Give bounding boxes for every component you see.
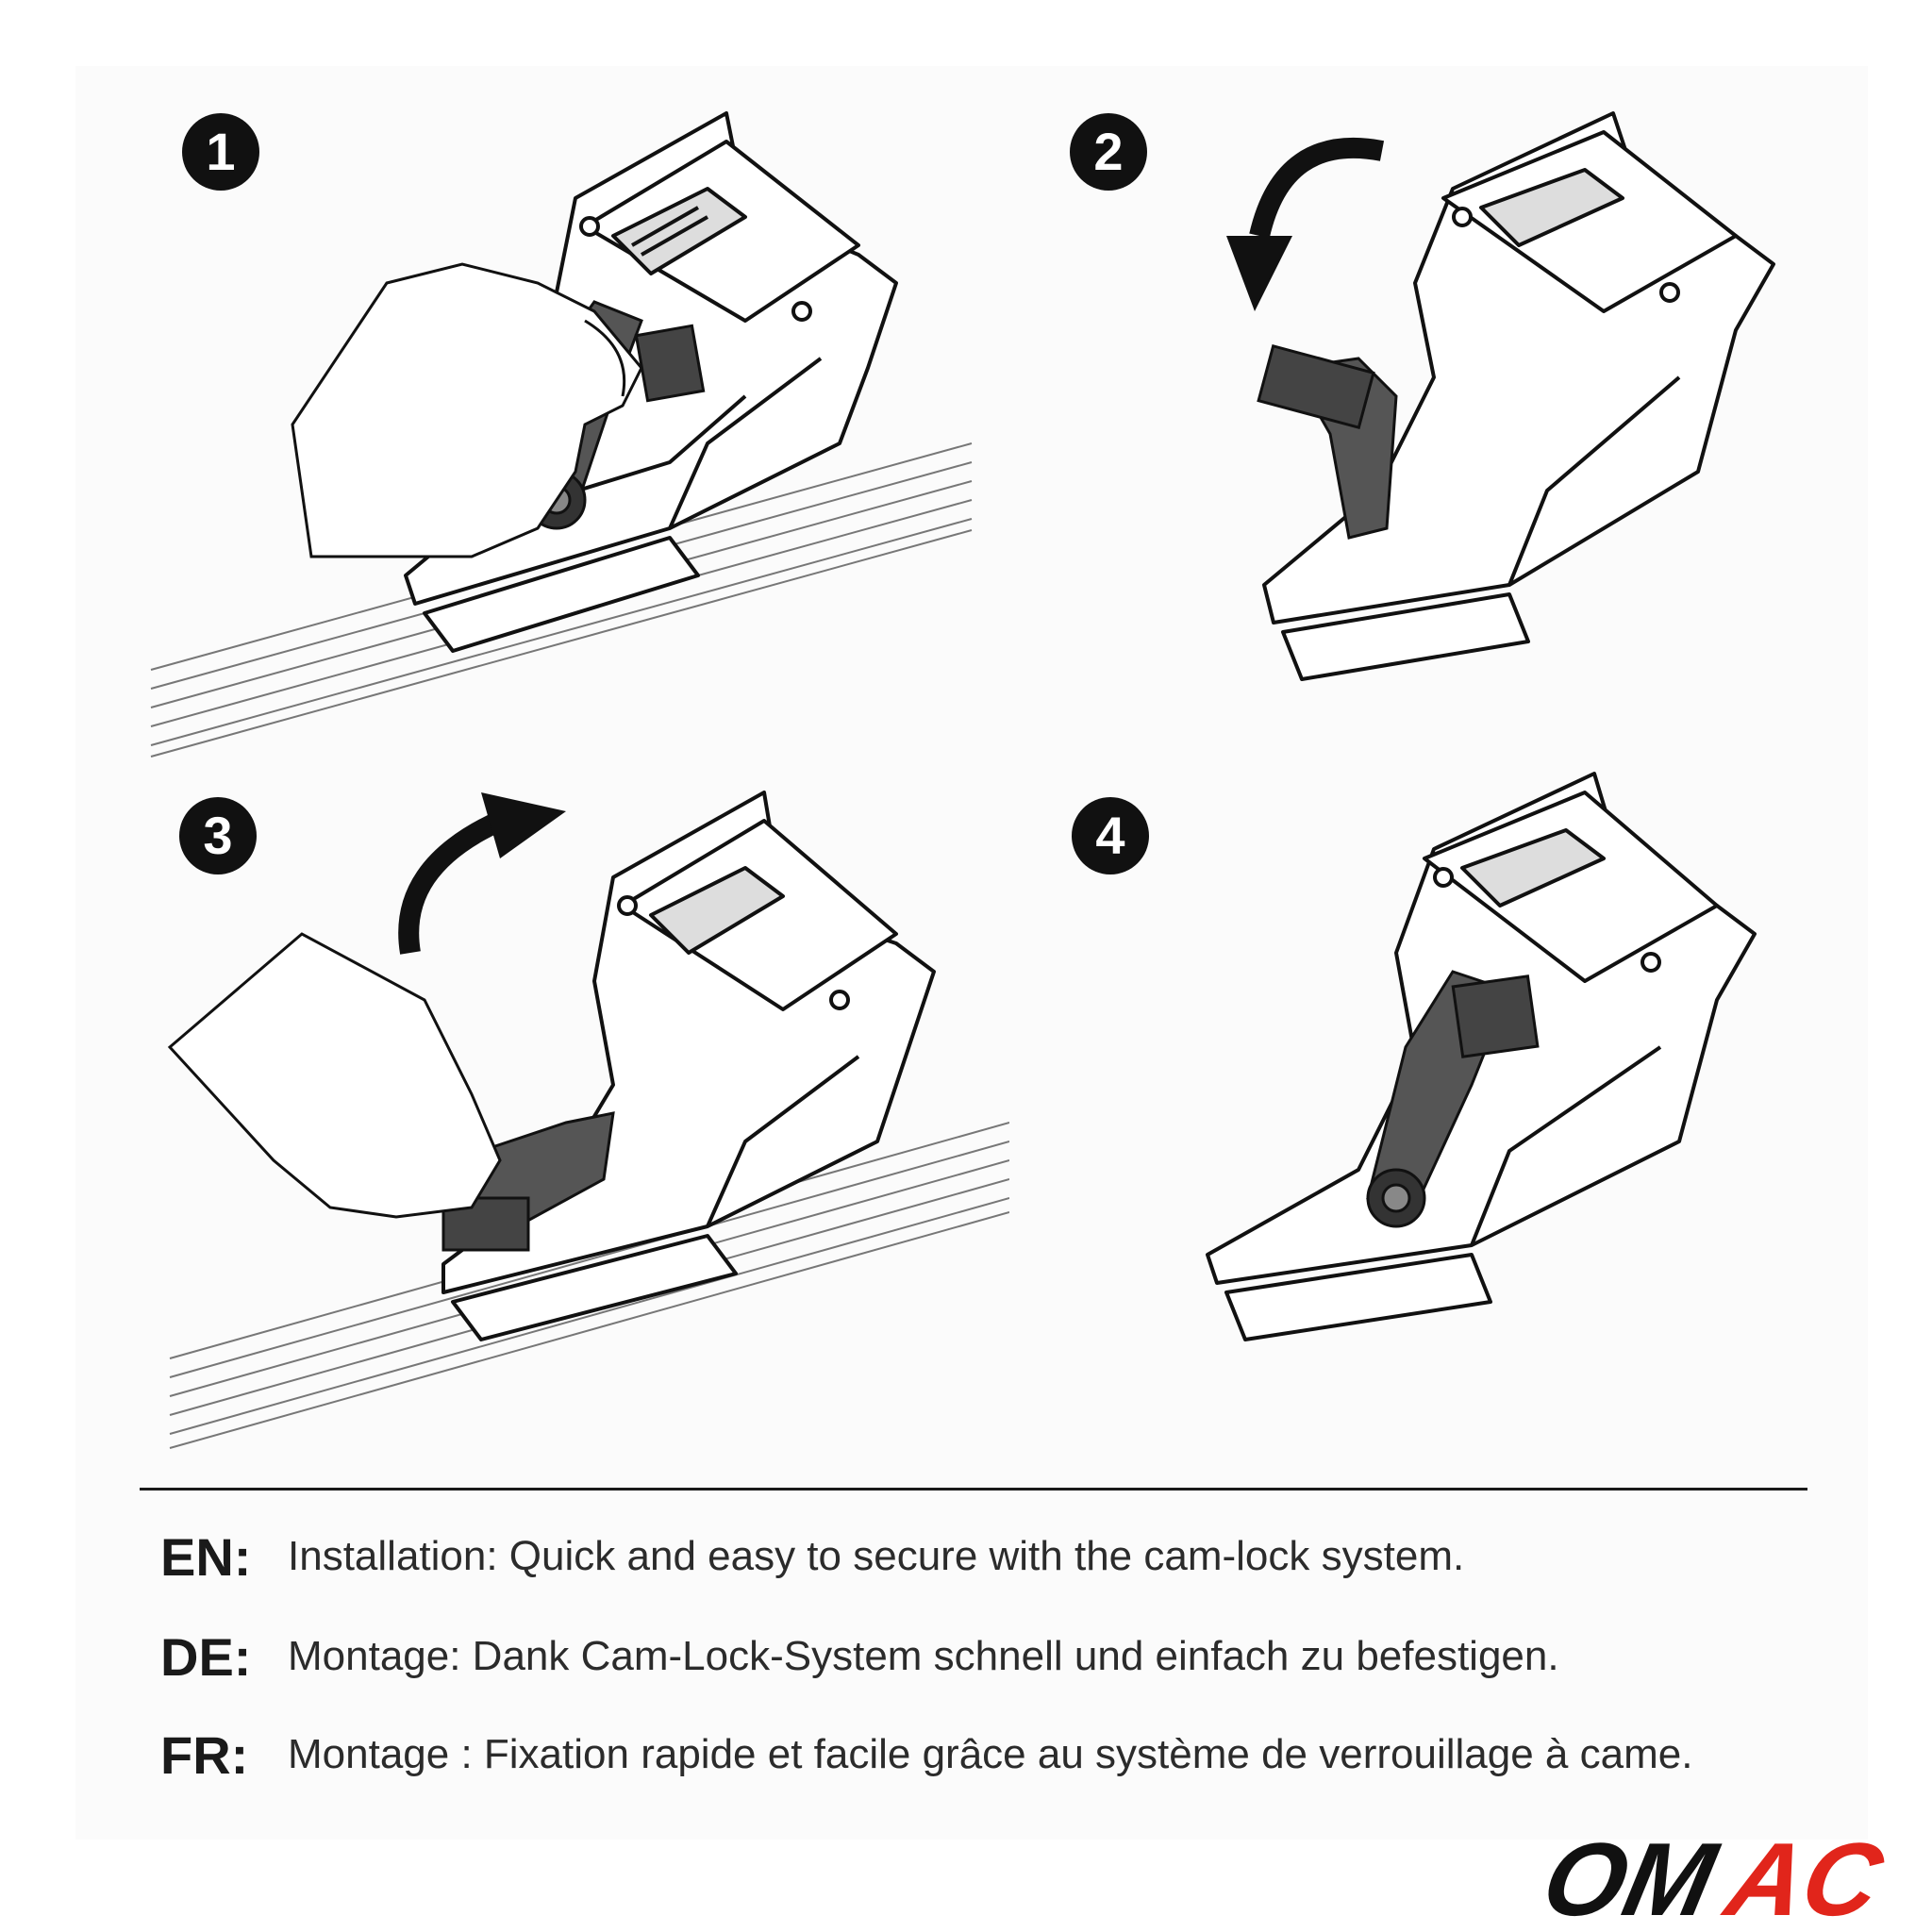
instruction-de: DE: Montage: Dank Cam-Lock-System schnel…: [160, 1619, 1858, 1694]
step-2-illustration: [1226, 111, 1775, 681]
hand: [291, 262, 643, 558]
mount-foot-body: [1262, 111, 1775, 681]
step-4-badge: 4: [1072, 797, 1149, 874]
instruction-text-en: Installation: Quick and easy to secure w…: [288, 1533, 1465, 1579]
rotate-down-arrow: [1249, 137, 1385, 239]
lang-code-en: EN:: [160, 1526, 252, 1587]
step-4-illustration: [1206, 772, 1757, 1341]
lang-code-fr: FR:: [160, 1724, 249, 1785]
hand: [167, 932, 502, 1219]
logo-red-text: AC: [1714, 1828, 1893, 1932]
cam-lever-locked: [1366, 970, 1540, 1228]
cam-lever-open: [1257, 343, 1398, 540]
mount-foot-body: [441, 791, 936, 1341]
lang-code-de: DE:: [160, 1626, 252, 1687]
rotate-up-arrow: [398, 810, 505, 955]
step-1-illustration: [150, 111, 973, 758]
logo-dark-text: OM: [1547, 1828, 1727, 1932]
omac-logo: OM AC: [1547, 1828, 1893, 1932]
instruction-text-fr: Montage : Fixation rapide et facile grâc…: [288, 1731, 1693, 1777]
step-1-badge: 1: [182, 113, 259, 191]
instruction-text-de: Montage: Dank Cam-Lock-System schnell un…: [288, 1633, 1559, 1679]
step-3-badge: 3: [179, 797, 257, 874]
instruction-fr: FR: Montage : Fixation rapide et facile …: [160, 1717, 1858, 1792]
divider-line: [140, 1488, 1807, 1491]
instruction-en: EN: Installation: Quick and easy to secu…: [160, 1519, 1858, 1594]
step-3-illustration: [167, 791, 1009, 1449]
step-2-badge: 2: [1070, 113, 1147, 191]
